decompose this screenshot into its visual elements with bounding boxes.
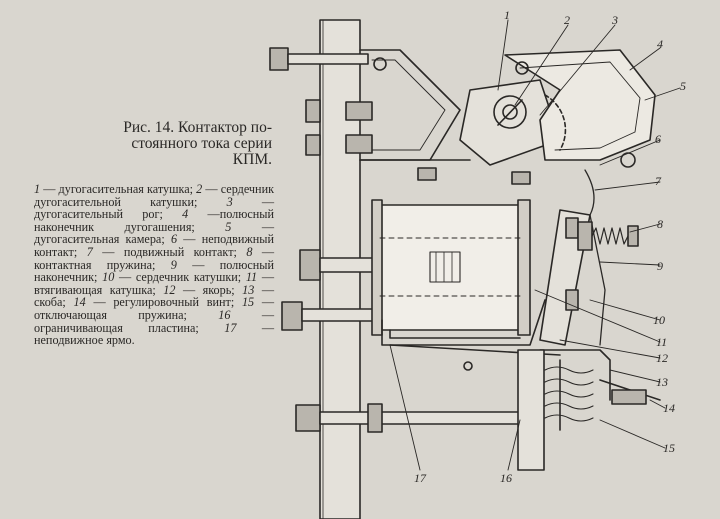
legend-item-16: 16 — ограничивающая пластина; (34, 307, 274, 335)
fixed-yoke (381, 299, 561, 371)
blowout-coil (459, 79, 561, 166)
callout-4: 4 (657, 37, 663, 51)
legend-item-15: 15 —отключающая пружина; (34, 295, 275, 322)
callout-labels: 1 2 3 4 5 6 7 8 9 10 11 12 13 14 15 16 1… (414, 8, 686, 485)
callout-17: 17 (414, 471, 427, 485)
legend-item-14: 14 — регулировочный винт; (73, 295, 235, 310)
legend-item-7: 7 — подвижный контакт; (86, 244, 237, 259)
limiting-plate (517, 349, 545, 471)
callout-16: 16 (500, 471, 512, 485)
callout-13: 13 (656, 375, 668, 389)
contactor-schematic: 1 2 3 4 5 6 7 8 9 10 11 12 13 14 15 16 1… (269, 8, 686, 519)
legend-item-5: 5 — дугогасительная камера; (34, 219, 275, 247)
legend-item-4: 4 —полюсный наконечник дугогашения; (34, 207, 275, 234)
leader-lines (389, 19, 681, 471)
legend-item-11: 11 — втягивающая катушка; (34, 270, 275, 297)
callout-12: 12 (656, 351, 668, 365)
legend-item-6: 6 — неподвижный контакт; (34, 232, 275, 259)
callout-10: 10 (653, 313, 665, 327)
legend-item-12: 12 — якорь; (163, 282, 235, 297)
callout-8: 8 (657, 217, 663, 231)
legend-item-9: 9 — полюсный наконечник; (34, 257, 275, 285)
caption-line-2: стоянного тока серии (131, 135, 272, 152)
legend-item-2: 2 — сердечник дугогасительной катушки; (34, 182, 275, 209)
legend-item-17: 17 — неподвижное ярмо. (34, 320, 275, 348)
arc-chute-bracket (359, 49, 531, 185)
callout-6: 6 (655, 132, 661, 146)
contactor-drawing: 1 2 3 4 5 6 7 8 9 10 11 12 13 14 15 16 1… (255, 0, 720, 519)
operating-coil (371, 199, 531, 336)
plate-bolts (269, 47, 541, 433)
callout-7: 7 (655, 174, 662, 188)
armature (539, 169, 606, 346)
figure-caption: Рис. 14. Контактор по- стоянного тока се… (40, 120, 272, 168)
release-spring (539, 349, 661, 431)
legend-item-1: 1 — дугогасительная катушка; (34, 182, 194, 196)
callout-1: 1 (504, 8, 510, 22)
callout-5: 5 (680, 79, 686, 93)
figure-legend: 1 — дугогасительная катушка; 2 — сердечн… (34, 183, 274, 347)
legend-item-3: 3 — дугогасительный рог; (34, 194, 274, 222)
legend-item-10: 10 — сердечник катушки; (102, 270, 242, 285)
callout-2: 2 (564, 13, 570, 27)
callout-14: 14 (663, 401, 675, 415)
legend-item-13: 13 — скоба; (34, 282, 275, 310)
caption-line-3: КПМ. (232, 151, 272, 168)
contact-spring (577, 221, 639, 251)
callout-15: 15 (663, 441, 675, 455)
callout-9: 9 (657, 259, 663, 273)
callout-11: 11 (656, 335, 667, 349)
legend-item-8: 8 — контактная пружина; (34, 244, 275, 272)
caption-line-1: Рис. 14. Контактор по- (123, 119, 272, 136)
callout-3: 3 (611, 13, 618, 27)
